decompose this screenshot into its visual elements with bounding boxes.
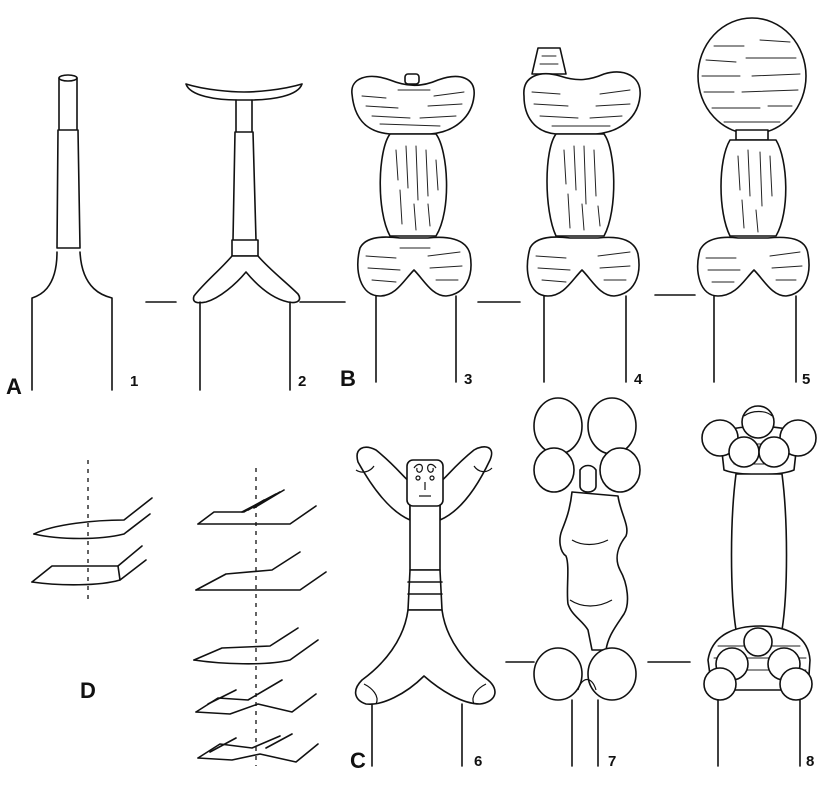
- hilt-8-knobbed: [702, 406, 816, 766]
- group-label-d: D: [80, 678, 96, 703]
- hilt-7-openwork: [506, 398, 690, 766]
- item-number-5: 5: [802, 371, 810, 388]
- group-label-b: B: [340, 366, 356, 391]
- hilt-1-tang: [32, 75, 112, 390]
- hilt-6-anthropoid: [356, 447, 495, 766]
- hilt-5-egg-pommel: [698, 18, 809, 382]
- item-number-2: 2: [298, 373, 306, 390]
- hilt-3-lobed: [352, 74, 474, 382]
- hilt-4-lobed-capped: [524, 48, 640, 382]
- item-number-8: 8: [806, 753, 814, 770]
- item-number-3: 3: [464, 371, 472, 388]
- item-number-7: 7: [608, 753, 616, 770]
- group-label-c: C: [350, 748, 366, 773]
- blade-cross-sections: [32, 460, 326, 766]
- item-number-1: 1: [130, 373, 138, 390]
- hilt-2-crescent-guard: [186, 84, 302, 390]
- item-number-6: 6: [474, 753, 482, 770]
- item-number-4: 4: [634, 371, 643, 388]
- group-label-a: A: [6, 374, 22, 399]
